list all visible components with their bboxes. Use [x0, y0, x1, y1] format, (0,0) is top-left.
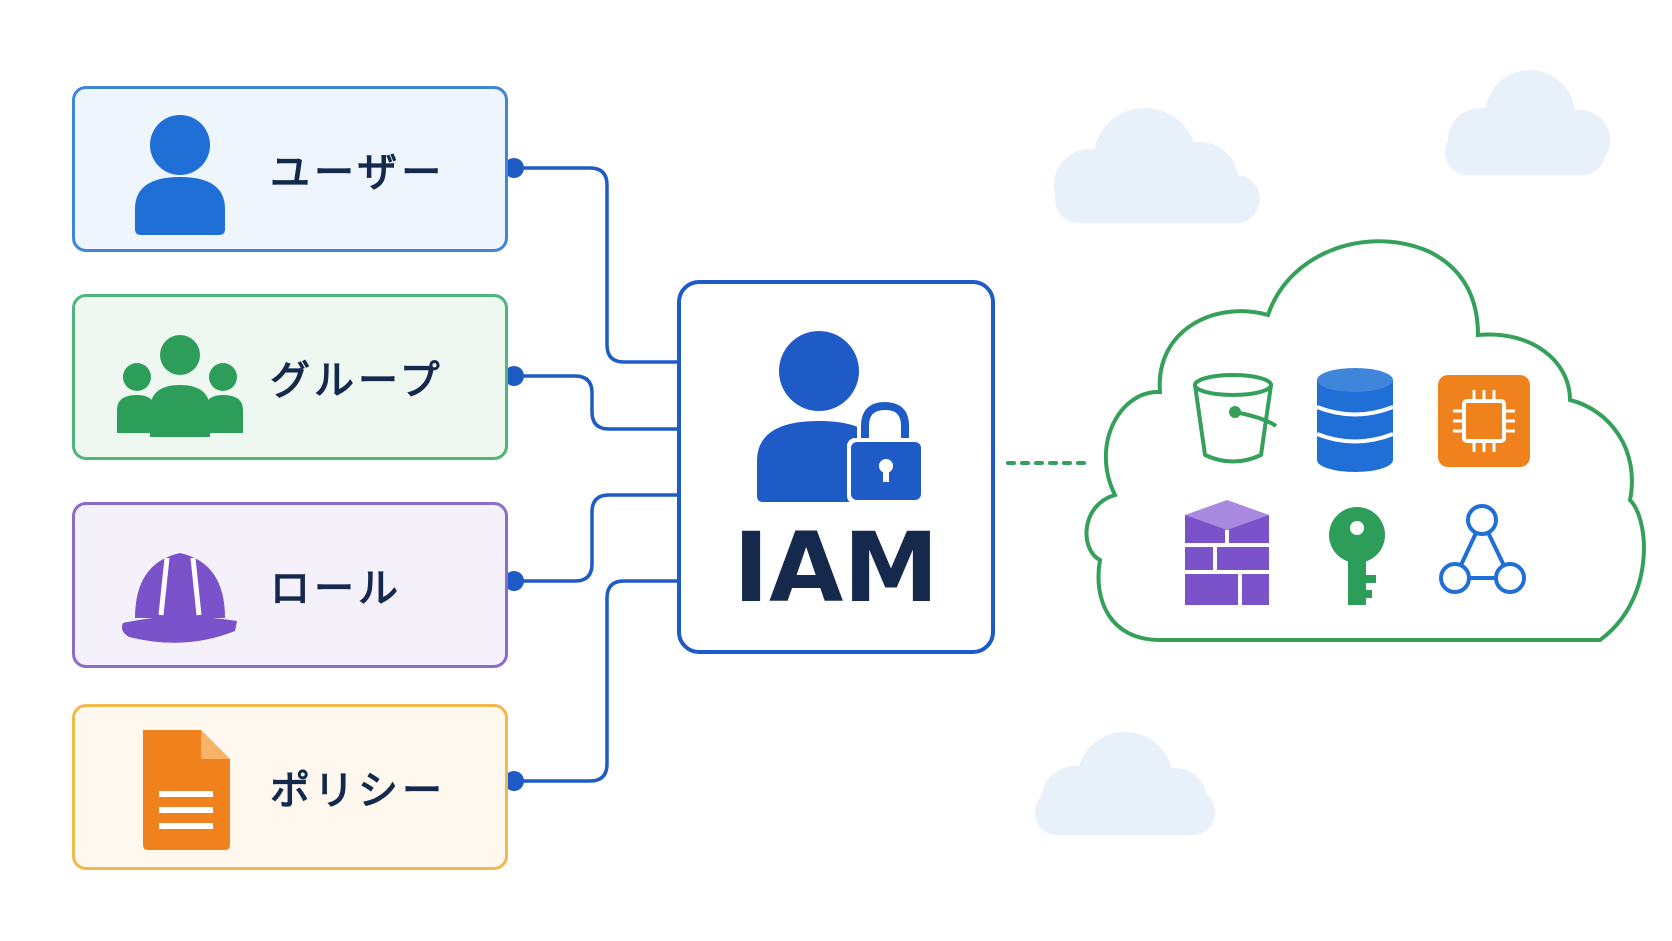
- entity-user[interactable]: ユーザー: [72, 86, 508, 252]
- decorative-cloud: [1054, 108, 1260, 223]
- network-triangle-icon: [1439, 504, 1526, 594]
- connector-dot-policy: [504, 771, 524, 791]
- connector-dot-group: [504, 366, 524, 386]
- entity-group[interactable]: グループ: [72, 294, 508, 460]
- entity-label: グループ: [270, 358, 444, 404]
- hardhat-icon: [121, 553, 237, 643]
- stacked-blocks-icon: [1185, 500, 1269, 605]
- decorative-cloud: [1445, 70, 1610, 175]
- iam-node[interactable]: IAM: [677, 280, 995, 654]
- connector-group: [514, 374, 677, 431]
- connector-policy: [514, 579, 677, 783]
- user-icon: [135, 115, 225, 235]
- entity-label: ロール: [270, 566, 402, 612]
- database-icon: [1316, 368, 1394, 472]
- entity-label: ポリシー: [270, 768, 446, 814]
- connector-role: [514, 493, 677, 583]
- bucket-icon: [1193, 373, 1278, 464]
- entity-role[interactable]: ロール: [72, 502, 508, 668]
- entity-label: ユーザー: [270, 150, 446, 196]
- chip-icon: [1438, 375, 1530, 467]
- connector-user: [514, 166, 677, 364]
- entity-policy[interactable]: ポリシー: [72, 704, 508, 870]
- connector-dot-user: [504, 158, 524, 178]
- iam-label: IAM: [733, 512, 939, 624]
- decorative-cloud: [1035, 732, 1215, 835]
- key-icon: [1329, 507, 1385, 605]
- document-icon: [143, 730, 230, 850]
- user-lock-icon: [757, 331, 925, 504]
- group-icon: [117, 335, 243, 437]
- connector-dot-role: [504, 571, 524, 591]
